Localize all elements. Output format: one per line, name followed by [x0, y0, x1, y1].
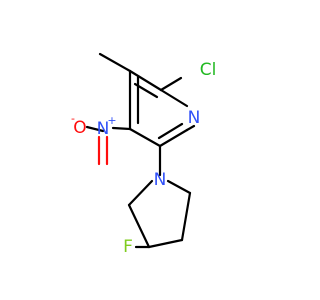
molecule-structure-canvas: Cl N N + O - N F	[71, 52, 217, 257]
bond-c1-c2	[180, 191, 192, 242]
bond-c4-pn	[127, 179, 154, 207]
bond-c2-n1	[159, 88, 189, 108]
bond-pn-c1	[166, 179, 192, 195]
bond-c4-nitro-n	[111, 126, 132, 131]
nitro-nitrogen-label: N	[97, 119, 110, 139]
bond-c2-c3	[147, 238, 184, 249]
bond-c3-c4	[127, 203, 151, 249]
pyridine-nitrogen-label: N	[188, 108, 201, 128]
nitro-oxygen-label: O	[73, 118, 86, 138]
nitro-nitrogen-charge: +	[107, 114, 116, 127]
fluorine-atom-label: F	[123, 237, 133, 257]
nitro-oxygen-charge: -	[71, 112, 75, 125]
bond-c2-c3	[128, 69, 163, 92]
bond-c4-c5	[128, 127, 162, 148]
bond-c3-methyl	[98, 52, 132, 73]
chlorine-atom-label: Cl	[200, 60, 217, 80]
bond-c2-cl	[159, 76, 183, 92]
bond-c5-c6-inner	[157, 122, 184, 140]
bond-nitro-n-o-single	[85, 125, 105, 133]
pyrrolidine-ring	[127, 179, 192, 249]
bond-c6-n1	[185, 124, 196, 132]
pyridine-ring	[128, 69, 196, 148]
pyrrolidine-nitrogen-label: N	[154, 170, 167, 190]
bond-c5-c6	[158, 128, 189, 148]
